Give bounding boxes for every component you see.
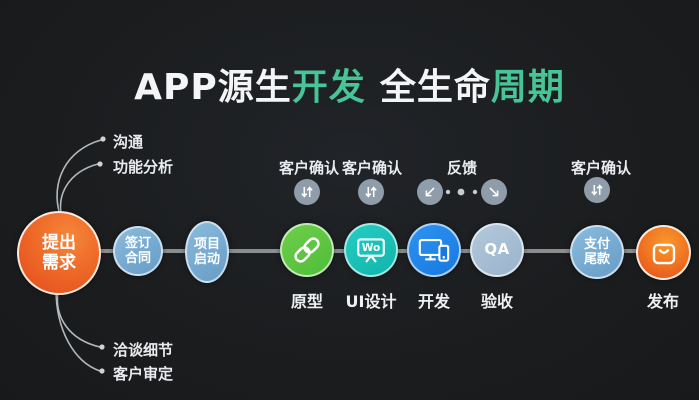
feedback-dots	[445, 188, 478, 196]
node-project-kickoff-line1: 项目	[193, 236, 220, 252]
page-title: APP源生开发全生命周期	[0, 58, 699, 110]
node-sign-contract-line2: 合同	[124, 251, 151, 266]
node-qa: QA	[470, 223, 524, 277]
title-part-2: 开发	[291, 67, 366, 108]
node-project-kickoff: 项目 启动	[185, 221, 229, 283]
node-project-kickoff-line2: 启动	[193, 252, 220, 267]
branch-curve-top-1	[56, 139, 102, 216]
swap-arrows-icon	[294, 179, 320, 205]
node-raise-requirements-line1: 提出	[42, 232, 76, 253]
label-ui-design: UI设计	[345, 292, 397, 311]
node-final-payment-line1: 支付	[583, 236, 610, 252]
title-part-3: 全生命	[379, 67, 491, 108]
swap-arrows-icon	[358, 179, 384, 205]
node-ui-design: Wo	[344, 223, 398, 277]
node-raise-requirements: 提出 需求	[17, 211, 101, 295]
arrow-down-right-icon	[481, 179, 507, 205]
node-raise-requirements-line2: 需求	[42, 253, 76, 273]
qa-badge: QA	[484, 240, 510, 259]
arrow-down-left-icon	[417, 179, 443, 205]
branch-label-client-approval: 客户审定	[113, 365, 174, 383]
shopping-bag-icon	[652, 243, 675, 264]
branch-label-function-analysis: 功能分析	[113, 158, 174, 176]
title-part-1: APP源生	[134, 67, 292, 108]
annotation-client-confirm-2: 客户确认	[341, 159, 403, 177]
label-publish: 发布	[646, 292, 680, 311]
annotation-feedback: 反馈	[446, 159, 478, 177]
branch-endpoint-dots	[97, 136, 106, 374]
node-final-payment-line2: 尾款	[583, 252, 610, 267]
branch-curve-top-2	[59, 163, 99, 218]
design-board-icon: Wo	[357, 238, 385, 263]
swap-arrows-icon	[584, 177, 610, 203]
node-prototype	[280, 223, 334, 277]
node-sign-contract-line1: 签订	[124, 235, 151, 251]
label-acceptance: 验收	[480, 292, 514, 311]
node-development	[407, 223, 461, 277]
node-sign-contract: 签订 合同	[113, 226, 163, 276]
branch-label-negotiate-details: 洽谈细节	[113, 341, 174, 359]
monitor-phone-icon	[418, 239, 450, 262]
title-part-4: 周期	[490, 67, 565, 108]
node-final-payment: 支付 尾款	[570, 225, 624, 279]
annotation-client-confirm-1: 客户确认	[278, 159, 340, 177]
branch-curve-bottom-1	[56, 290, 101, 348]
label-prototype: 原型	[290, 292, 324, 311]
design-board-icon-text: Wo	[362, 241, 381, 254]
node-publish	[636, 225, 691, 280]
chain-link-icon	[294, 237, 320, 263]
branch-label-communication: 沟通	[113, 133, 144, 151]
annotation-client-confirm-3: 客户确认	[570, 159, 632, 177]
branch-curve-bottom-2	[55, 288, 101, 372]
label-development: 开发	[417, 292, 451, 311]
branch-curves	[55, 139, 102, 372]
